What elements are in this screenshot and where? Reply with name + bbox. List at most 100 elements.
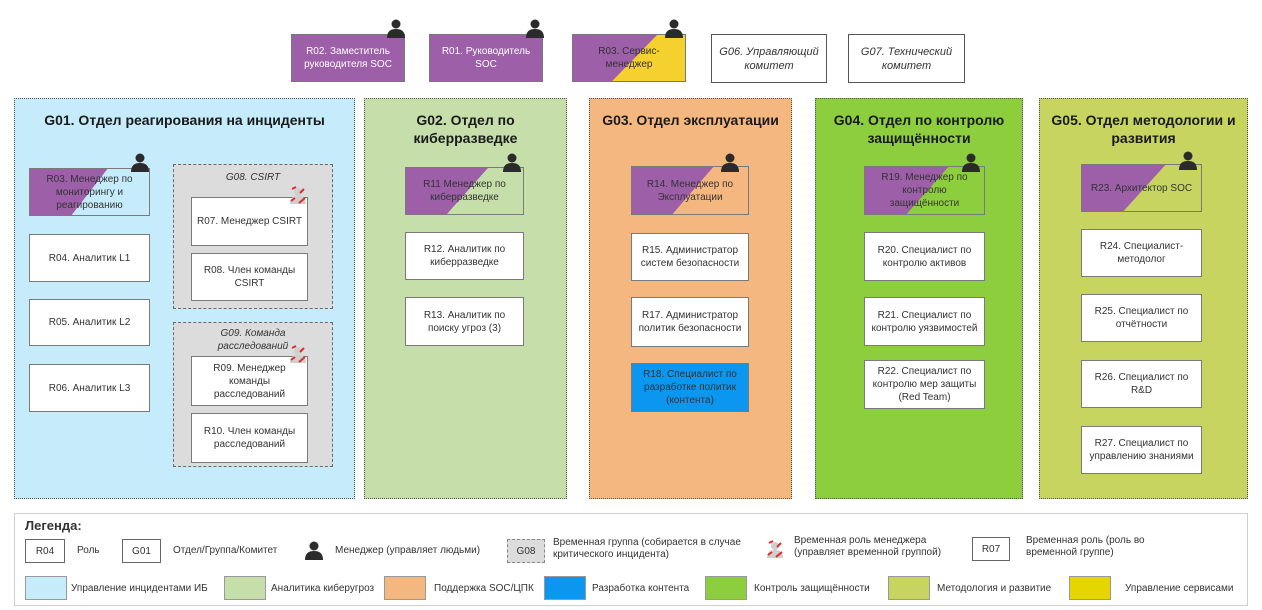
role-r11[interactable]: R11 Менеджер по киберразведке <box>405 167 524 215</box>
role-label: R03. Сервис-менеджер <box>598 46 660 70</box>
legend-color-text: Управление сервисами <box>1125 583 1234 594</box>
role-r26[interactable]: R26. Специалист по R&D <box>1081 360 1202 408</box>
manager-icon <box>130 152 150 172</box>
committee-label: G06. Управляющий комитет <box>719 45 819 72</box>
legend-swatch-content <box>544 576 586 600</box>
temp-manager-icon <box>766 540 784 558</box>
role-label: R13. Аналитик по поиску угроз (3) <box>423 309 506 334</box>
temp-group-title: G08. CSIRT <box>225 172 281 183</box>
manager-icon <box>304 540 324 560</box>
legend-color-text: Поддержка SOC/ЦПК <box>434 583 534 594</box>
role-r20[interactable]: R20. Специалист по контролю активов <box>864 232 985 281</box>
role-r02[interactable]: R02. Заместитель руководителя SOC <box>291 34 405 82</box>
role-label: R21. Специалист по контролю уязвимостей <box>871 309 978 334</box>
role-label: R03. Менеджер по мониторингу и реагирова… <box>46 173 133 211</box>
role-label: R23. Архитектор SOC <box>1090 182 1193 194</box>
role-r22[interactable]: R22. Специалист по контролю мер защиты (… <box>864 360 985 409</box>
department-title: G03. Отдел эксплуатации <box>602 112 779 128</box>
legend-temp-role-box: R07 <box>972 537 1010 561</box>
legend-color-text: Методология и развитие <box>937 583 1052 594</box>
role-r27[interactable]: R27. Специалист по управлению знаниями <box>1081 426 1202 474</box>
role-label: R09. Менеджер команды расследований <box>213 362 286 400</box>
temp-group-title: G09. Команда расследований <box>217 328 289 352</box>
split-fill <box>573 35 685 81</box>
role-label: R17. Администратор политик безопасности <box>638 310 742 334</box>
role-label: R14. Менеджер по Эксплуатации <box>646 178 734 203</box>
legend-temp-group-box: G08 <box>507 539 545 563</box>
role-r08[interactable]: R08. Член команды CSIRT <box>191 253 308 301</box>
role-r07[interactable]: R07. Менеджер CSIRT <box>191 197 308 246</box>
role-r10[interactable]: R10. Член команды расследований <box>191 413 308 463</box>
role-r06[interactable]: R06. Аналитик L3 <box>29 364 150 412</box>
role-label: R05. Аналитик L2 <box>48 317 131 328</box>
role-r15[interactable]: R15. Администратор систем безопасности <box>631 233 749 281</box>
role-label: R02. Заместитель руководителя SOC <box>304 46 392 70</box>
split-fill <box>406 168 523 214</box>
legend: Легенда: R04 Роль G01 Отдел/Группа/Комит… <box>14 513 1248 606</box>
legend-swatch-services <box>1069 576 1111 600</box>
role-label: R22. Специалист по контролю мер защиты (… <box>872 366 977 403</box>
role-label: R11 Менеджер по киберразведке <box>423 179 506 203</box>
role-r25[interactable]: R25. Специалист по отчётности <box>1081 294 1202 342</box>
role-r13[interactable]: R13. Аналитик по поиску угроз (3) <box>405 297 524 346</box>
role-label: R19. Менеджер по контролю защищённости <box>881 172 968 209</box>
legend-color-text: Аналитика киберугроз <box>271 583 375 594</box>
role-label: R01. Руководитель SOC <box>441 46 531 70</box>
role-label: R26. Специалист по R&D <box>1094 372 1189 396</box>
legend-group-text: Отдел/Группа/Комитет <box>173 545 278 556</box>
legend-swatch-threat-intel <box>224 576 266 600</box>
manager-icon <box>525 18 545 38</box>
legend-role-box: R04 <box>25 539 65 563</box>
department-g02: G02. Отдел по киберразведке <box>364 98 567 499</box>
legend-group-box: G01 <box>122 539 161 563</box>
role-r23[interactable]: R23. Архитектор SOC <box>1081 164 1202 212</box>
role-label: R24. Специалист-методолог <box>1099 241 1184 265</box>
role-r21[interactable]: R21. Специалист по контролю уязвимостей <box>864 297 985 346</box>
role-r05[interactable]: R05. Аналитик L2 <box>29 299 150 346</box>
role-r14[interactable]: R14. Менеджер по Эксплуатации <box>631 166 749 215</box>
role-r09[interactable]: R09. Менеджер команды расследований <box>191 356 308 406</box>
role-r01[interactable]: R01. Руководитель SOC <box>429 34 543 82</box>
legend-temp-group-text: Временная группа (собирается в случае кр… <box>553 537 741 560</box>
role-r12[interactable]: R12. Аналитик по киберразведке <box>405 232 524 280</box>
manager-icon <box>664 18 684 38</box>
committee-g06[interactable]: G06. Управляющий комитет <box>711 34 827 83</box>
manager-icon <box>961 152 981 172</box>
role-label: R15. Администратор систем безопасности <box>640 245 740 269</box>
manager-icon <box>502 152 522 172</box>
legend-color-text: Разработка контента <box>592 583 690 594</box>
legend-color-text: Контроль защищённости <box>754 583 870 594</box>
role-label: R10. Член команды расследований <box>203 426 296 450</box>
role-r24[interactable]: R24. Специалист-методолог <box>1081 229 1202 277</box>
role-r18[interactable]: R18. Специалист по разработке политик (к… <box>631 363 749 412</box>
legend-role-text: Роль <box>77 545 100 556</box>
role-label: R08. Член команды CSIRT <box>203 265 296 289</box>
role-r04[interactable]: R04. Аналитик L1 <box>29 234 150 282</box>
committee-label: G07. Технический комитет <box>860 45 953 72</box>
role-label: R04. Аналитик L1 <box>48 252 131 264</box>
legend-swatch-incidents <box>25 576 67 600</box>
legend-swatch-methodology <box>888 576 930 600</box>
role-label: R07. Менеджер CSIRT <box>196 216 302 227</box>
manager-icon <box>720 152 740 172</box>
role-label: R20. Специалист по контролю активов <box>877 244 972 269</box>
legend-temp-role-text: Временная роль (роль во временной группе… <box>1026 535 1145 558</box>
department-title: G04. Отдел по контролю защищённости <box>833 112 1005 146</box>
split-fill <box>865 167 984 214</box>
committee-g07[interactable]: G07. Технический комитет <box>848 34 965 83</box>
legend-temp-manager-text: Временная роль менеджера (управляет врем… <box>794 535 942 558</box>
role-label: R06. Аналитик L3 <box>48 382 131 394</box>
split-fill <box>30 169 149 215</box>
split-fill <box>632 167 748 214</box>
role-r03-service[interactable]: R03. Сервис-менеджер <box>572 34 686 82</box>
temp-manager-icon <box>289 186 307 204</box>
role-r19[interactable]: R19. Менеджер по контролю защищённости <box>864 166 985 215</box>
legend-manager-text: Менеджер (управляет людьми) <box>335 545 481 556</box>
department-title: G02. Отдел по киберразведке <box>413 112 518 146</box>
legend-title: Легенда: <box>25 518 82 533</box>
role-r03-manager[interactable]: R03. Менеджер по мониторингу и реагирова… <box>29 168 150 216</box>
role-r17[interactable]: R17. Администратор политик безопасности <box>631 297 749 347</box>
role-label: R12. Аналитик по киберразведке <box>423 244 506 268</box>
legend-color-text: Управление инцидентами ИБ <box>71 583 208 594</box>
temp-manager-icon <box>289 345 307 363</box>
